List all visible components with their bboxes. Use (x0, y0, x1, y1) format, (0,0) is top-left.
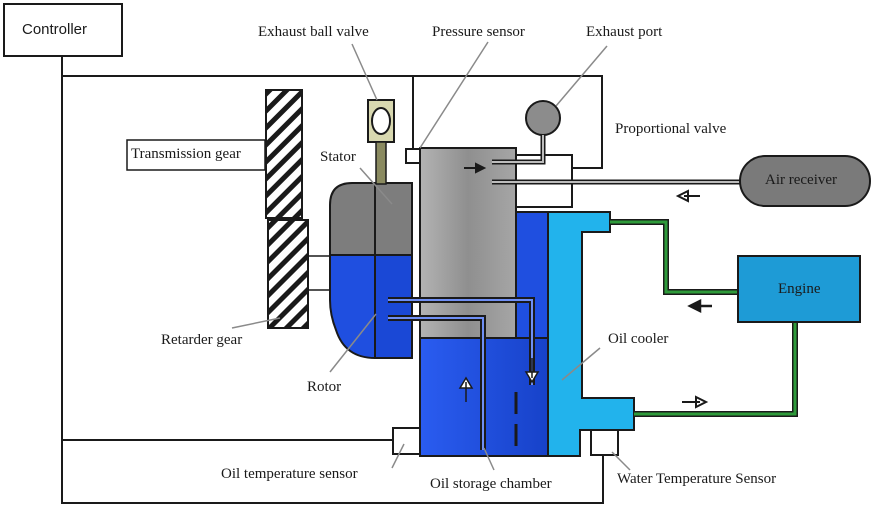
engine-box (737, 255, 861, 323)
air-receiver (739, 155, 871, 207)
leader-water-temp (611, 451, 631, 471)
leader-pressure-sensor (419, 41, 489, 149)
exhaust-port-label: Exhaust port (586, 24, 663, 40)
exhaust-ball-valve-stem (375, 141, 387, 185)
oil-cooler (547, 211, 635, 457)
controller-box (3, 3, 123, 57)
pressure-sensor-box (405, 148, 421, 164)
coolant-line-top-inner (610, 220, 740, 294)
water-temperature-sensor (590, 429, 619, 456)
transmission-gear-label-box (126, 139, 266, 171)
oil-pipe-upper-inner (388, 299, 533, 385)
proportional-valve-wire (413, 75, 603, 169)
exhaust-port-ball (525, 100, 561, 136)
coolant-line-top (610, 219, 740, 295)
control-wire (61, 56, 604, 504)
oil-cooler-label: Oil cooler (608, 331, 669, 347)
coolant-line-bottom-inner (634, 322, 797, 416)
leader-rotor (329, 313, 377, 373)
oil-temperature-sensor (392, 427, 421, 455)
leader-oil-storage (483, 447, 495, 471)
proportional-valve-label: Proportional valve (615, 121, 727, 137)
oil-storage-chamber-label: Oil storage chamber (430, 476, 552, 492)
flow-arrow-up (458, 376, 474, 402)
stator-blue (374, 254, 413, 359)
leader-exhaust-ball-valve (351, 43, 378, 101)
leader-oil-cooler (561, 347, 601, 381)
rotor-stator-gray (329, 182, 413, 256)
leader-retarder-gear (231, 317, 281, 329)
flow-arrow-down (524, 358, 540, 384)
oil-pipe-lower-inner (388, 317, 484, 450)
leader-stator (359, 167, 393, 205)
stator-label: Stator (320, 149, 356, 165)
coolant-arrow-left (687, 298, 712, 314)
air-arrow-receiver (675, 189, 700, 203)
exhaust-port-pipe-inner (492, 135, 544, 163)
retarder-gear (267, 219, 309, 329)
water-temperature-sensor-label: Water Temperature Sensor (617, 471, 777, 487)
rotor-label: Rotor (307, 379, 342, 395)
leader-oil-temp (391, 443, 405, 469)
leader-exhaust-port (555, 45, 608, 107)
controller-label: Controller (22, 21, 88, 38)
coolant-arrow-right (682, 395, 709, 409)
transmission-gear (265, 89, 303, 219)
main-cylinder-gray (419, 147, 517, 339)
exhaust-ball-valve-label: Exhaust ball valve (258, 24, 369, 40)
exhaust-ball-valve-ball (371, 107, 391, 135)
engine-label: Engine (778, 281, 821, 297)
transmission-gear-label: Transmission gear (131, 146, 241, 162)
pressure-sensor-label: Pressure sensor (432, 24, 525, 40)
air-receiver-label: Air receiver (765, 172, 838, 188)
oil-temperature-sensor-label: Oil temperature sensor (221, 466, 358, 482)
air-arrow-in (464, 162, 487, 174)
rotor-blue (329, 254, 376, 360)
retarder-gear-label: Retarder gear (161, 332, 243, 348)
